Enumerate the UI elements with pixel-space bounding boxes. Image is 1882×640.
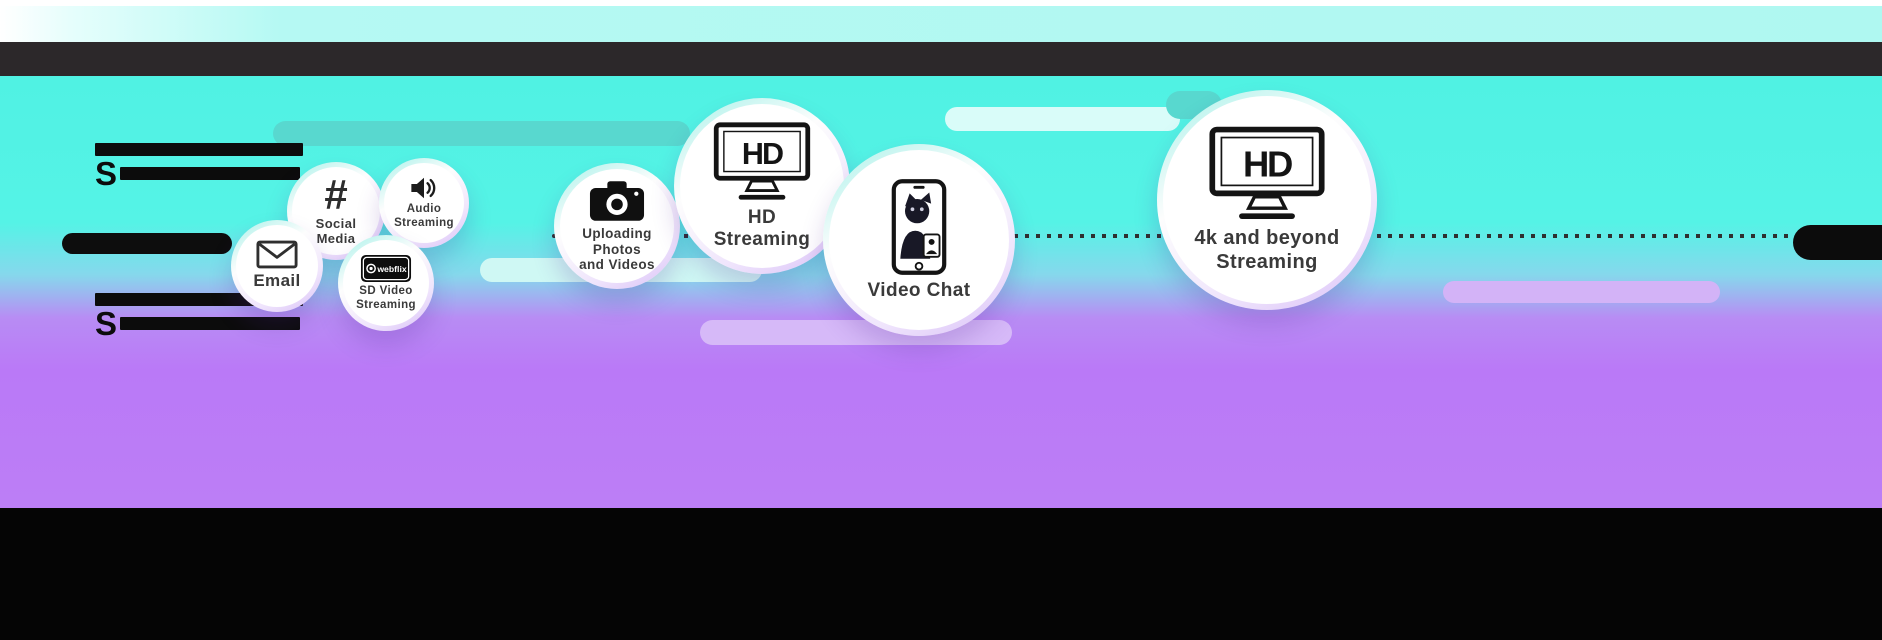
bubble-label: 4k and beyond (1194, 227, 1340, 250)
bubble-label: Audio (406, 203, 442, 216)
envelope-icon (256, 240, 298, 269)
timeline-right-cap (1793, 225, 1882, 260)
decor-pill-light (945, 107, 1180, 131)
heading-initial: S (95, 155, 118, 192)
decor-pill-lavender (1443, 281, 1720, 303)
tv-hd-icon: HD (712, 121, 812, 203)
bubble-email: Email (231, 220, 323, 312)
bubble-hd-streaming: HD HD Streaming (674, 98, 850, 274)
redacted-text-bar (120, 167, 301, 181)
bubble-label: SD Video (359, 284, 413, 297)
video-player-icon: webflix (360, 254, 412, 283)
tv-hd-icon: HD (1207, 125, 1327, 223)
top-dark-bar (0, 42, 1882, 76)
bubble-label: Uploading Photos (582, 225, 652, 257)
speed-tier-heading-1: S (95, 143, 303, 192)
timeline-left-cap (62, 233, 232, 254)
bubble-label: Streaming (713, 229, 811, 250)
speaker-icon (409, 175, 439, 201)
svg-text:webflix: webflix (376, 264, 407, 274)
bubble-video-chat: Video Chat (823, 144, 1015, 336)
bubble-uploading-photos-videos: Uploading Photos and Videos (554, 163, 680, 289)
bubble-label: HD (747, 206, 777, 228)
bubble-label: Streaming (1216, 251, 1318, 273)
redacted-text-bar (95, 143, 303, 156)
bubble-label: Streaming (394, 217, 454, 229)
redacted-text-bar (120, 317, 301, 331)
bubble-label: Social (315, 215, 357, 231)
bubble-audio-streaming: Audio Streaming (379, 158, 469, 248)
bubble-sd-video-streaming: webflix SD Video Streaming (338, 235, 434, 331)
bubble-label: and Videos (579, 257, 655, 273)
svg-text:HD: HD (742, 137, 783, 171)
bubble-label: Video Chat (867, 279, 971, 301)
bubble-label: Media (316, 230, 356, 246)
bubble-label: Email (253, 271, 301, 291)
phone-video-call-icon (891, 178, 947, 276)
svg-text:HD: HD (1243, 144, 1292, 185)
heading-initial: S (95, 305, 118, 342)
bubble-label: Streaming (356, 298, 416, 311)
hashtag-icon: # (324, 170, 348, 218)
camera-icon (589, 179, 645, 222)
decor-pill-teal (273, 121, 690, 146)
bubble-4k-streaming: HD 4k and beyond Streaming (1157, 90, 1377, 310)
footer-band (0, 508, 1882, 640)
top-light-band (0, 6, 1882, 42)
